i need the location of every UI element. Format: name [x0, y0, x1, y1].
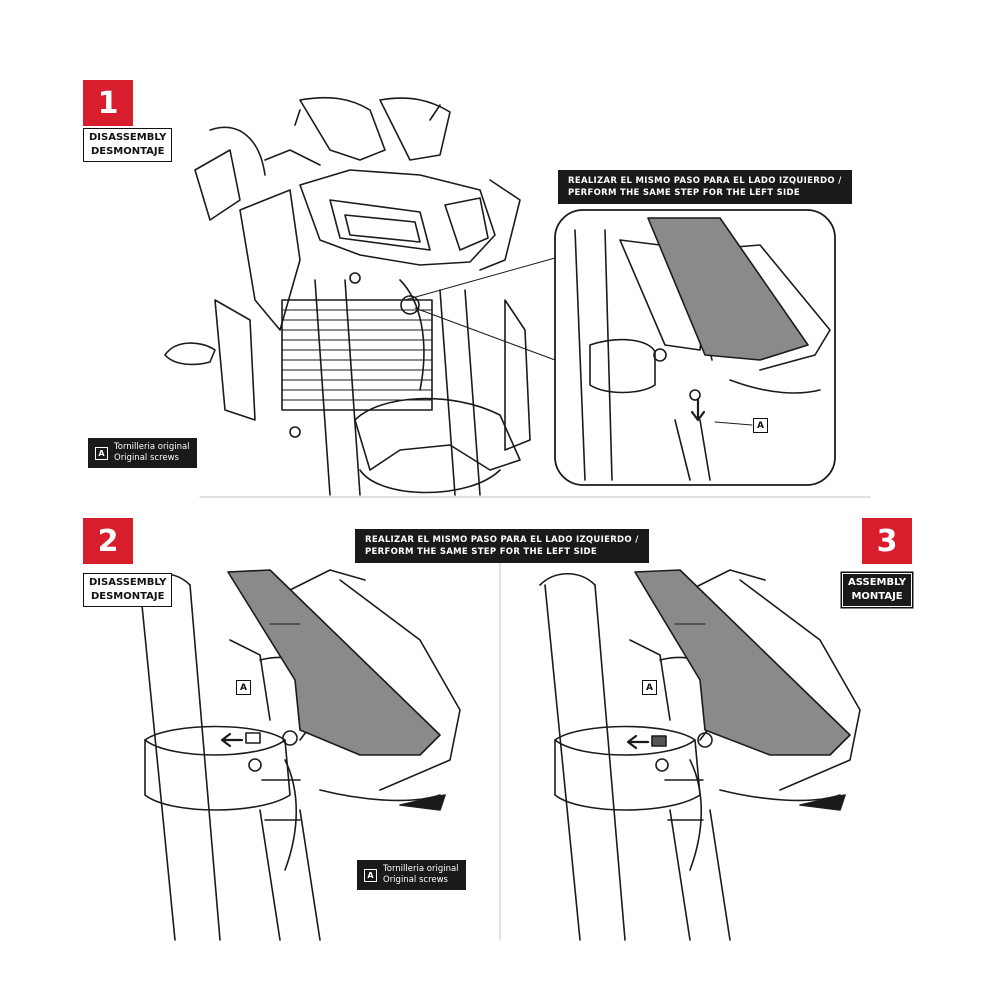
- step-2-label-line1: DISASSEMBLY: [89, 577, 167, 588]
- step-2-label-line2: DESMONTAJE: [90, 591, 165, 602]
- gray-panel-step2: [227, 569, 441, 756]
- step-number-2: 2: [83, 518, 133, 564]
- mid-note-line2: PERFORM THE SAME STEP FOR THE LEFT SIDE: [365, 547, 597, 557]
- legend-original-screws-2: A Tornilleria original Original screws: [357, 860, 466, 890]
- step-1-label-line2: DESMONTAJE: [90, 146, 165, 157]
- arrow-left-icon: [626, 734, 650, 750]
- callout-a-zoom: A: [753, 418, 768, 433]
- top-note-line2: PERFORM THE SAME STEP FOR THE LEFT SIDE: [568, 188, 800, 198]
- legend-key: A: [364, 868, 377, 882]
- mid-note-line1: REALIZAR EL MISMO PASO PARA EL LADO IZQU…: [365, 535, 639, 545]
- callout-a-step2: A: [236, 680, 251, 695]
- legend-original-screws-1: A Tornilleria original Original screws: [88, 438, 197, 468]
- middle-instruction-note: REALIZAR EL MISMO PASO PARA EL LADO IZQU…: [355, 529, 649, 563]
- gray-panel-top: [647, 217, 809, 361]
- step-3-label: ASSEMBLY MONTAJE: [842, 573, 913, 607]
- legend-line2: Original screws: [383, 875, 448, 885]
- step-3-label-line2: MONTAJE: [851, 591, 903, 602]
- legend-line2: Original screws: [114, 453, 179, 463]
- arrow-down-icon: [690, 398, 706, 422]
- step-3-label-line1: ASSEMBLY: [848, 577, 907, 588]
- screw-icon: [651, 735, 667, 747]
- legend-line1: Tornilleria original: [383, 864, 459, 874]
- motorcycle-front-view: [164, 96, 531, 496]
- step-number-1: 1: [83, 80, 133, 126]
- arrow-left-icon: [220, 732, 244, 748]
- step-number-3: 3: [862, 518, 912, 564]
- step-1-label: DISASSEMBLY DESMONTAJE: [83, 128, 173, 162]
- top-note-line1: REALIZAR EL MISMO PASO PARA EL LADO IZQU…: [568, 176, 842, 186]
- gray-panel-step3: [634, 569, 851, 756]
- callout-a-step3: A: [642, 680, 657, 695]
- step-2-label: DISASSEMBLY DESMONTAJE: [83, 573, 173, 607]
- legend-key: A: [95, 446, 108, 460]
- step3-illustration: [539, 569, 861, 941]
- zoom-panel: [554, 209, 836, 486]
- top-instruction-note: REALIZAR EL MISMO PASO PARA EL LADO IZQU…: [558, 170, 852, 204]
- legend-line1: Tornilleria original: [114, 442, 190, 452]
- step-1-label-line1: DISASSEMBLY: [89, 132, 167, 143]
